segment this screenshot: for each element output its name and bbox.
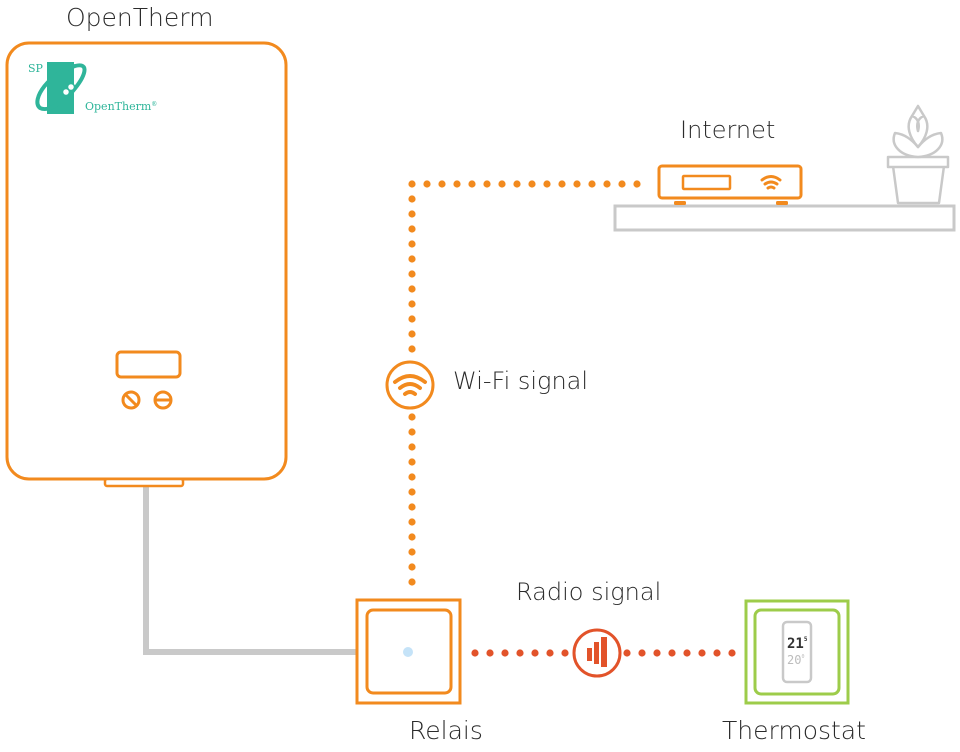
signal-dot [408,563,416,571]
signal-dot [471,649,479,657]
signal-dot [408,180,416,188]
signal-dot [698,649,706,657]
signal-dot [408,428,416,436]
signal-dot [623,649,631,657]
signal-dot [468,180,476,188]
signal-dot [633,180,641,188]
signal-dot [618,180,626,188]
shelf [613,204,956,232]
logo-brand: OpenTherm® [85,100,157,113]
signal-dot [408,345,416,353]
boiler-knob-left[interactable] [121,390,141,410]
wifi-icon [385,360,435,410]
signal-dot [588,180,596,188]
signal-dot [558,180,566,188]
signal-dot [408,503,416,511]
thermostat-current-temp: 215 [787,636,808,652]
signal-dot [543,180,551,188]
signal-dot [683,649,691,657]
signal-dot [638,649,646,657]
signal-dot [668,649,676,657]
signal-dot [653,649,661,657]
signal-bars-icon [572,628,622,678]
signal-dot [531,649,539,657]
signal-dot [408,315,416,323]
signal-dot [408,330,416,338]
signal-dot [408,210,416,218]
relay-device[interactable] [355,598,462,705]
signal-dot [408,413,416,421]
signal-dot [408,270,416,278]
signal-dot [603,180,611,188]
signal-dot [483,180,491,188]
boiler-knob-right[interactable] [153,390,173,410]
signal-dot [498,180,506,188]
relay-label: Relais [409,716,483,745]
wifi-signal-label: Wi-Fi signal [453,367,589,395]
signal-dot [408,443,416,451]
signal-dot [423,180,431,188]
boiler-connector [103,477,185,488]
signal-dot [408,488,416,496]
boiler-title: OpenTherm [66,3,214,32]
boiler[interactable]: SP OpenTherm® [5,41,288,488]
radio-signal-path [471,649,736,657]
signal-dot [438,180,446,188]
signal-dot [528,180,536,188]
signal-dot [408,255,416,263]
signal-dot [513,180,521,188]
router-icon[interactable] [657,164,803,205]
signal-dot [408,578,416,586]
logo-prefix: SP [28,62,44,75]
thermostat-label: Thermostat [722,716,866,745]
signal-dot [516,649,524,657]
signal-dot [408,225,416,233]
signal-dot [713,649,721,657]
signal-dot [408,533,416,541]
signal-dot [408,458,416,466]
signal-dot [501,649,509,657]
signal-dot [573,180,581,188]
boiler-relay-cable [143,486,358,655]
signal-dot [561,649,569,657]
plant-icon [886,104,950,205]
boiler-display [115,350,182,379]
thermostat-screen [781,620,813,684]
signal-dot [728,649,736,657]
internet-label: Internet [680,116,776,144]
radio-signal-label: Radio signal [516,578,662,606]
thermostat-set-temp: 200 [787,653,804,667]
signal-dot [408,548,416,556]
signal-dot [546,649,554,657]
thermostat-device[interactable]: 215 200 [744,599,850,705]
signal-dot [408,195,416,203]
signal-dot [408,518,416,526]
relay-led [403,647,413,657]
signal-dot [408,473,416,481]
wifi-signal-path [408,180,641,586]
opentherm-logo: SP OpenTherm® [28,62,157,114]
signal-dot [486,649,494,657]
router-wifi-icon [760,175,782,190]
signal-dot [408,240,416,248]
signal-dot [408,300,416,308]
signal-dot [453,180,461,188]
signal-dot [408,285,416,293]
